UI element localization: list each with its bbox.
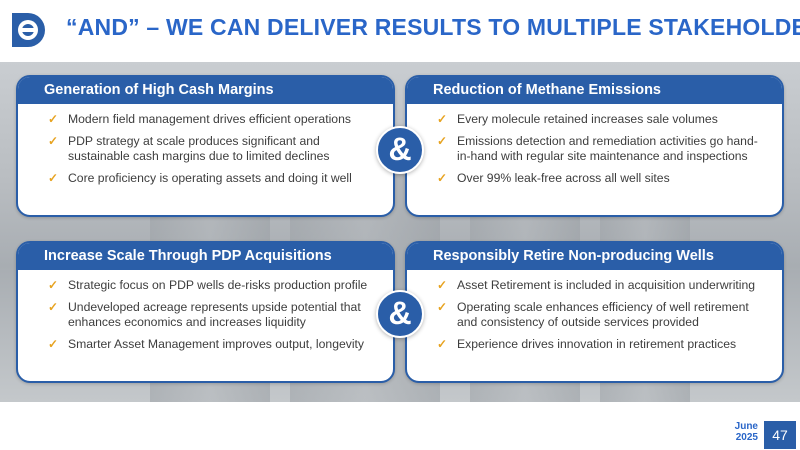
checkmark-icon: ✓	[48, 171, 59, 185]
list-item: ✓Asset Retirement is included in acquisi…	[437, 278, 756, 292]
ampersand-badge-top: &	[376, 126, 424, 174]
checkmark-icon: ✓	[437, 171, 448, 185]
bullet-list: ✓Asset Retirement is included in acquisi…	[407, 270, 782, 352]
card-methane-emissions: Reduction of Methane Emissions ✓Every mo…	[405, 75, 784, 217]
list-item: ✓PDP strategy at scale produces signific…	[48, 134, 330, 163]
list-item: ✓Smarter Asset Management improves outpu…	[48, 337, 365, 351]
footer-year: 2025	[735, 432, 758, 443]
card-title: Responsibly Retire Non-producing Wells	[407, 243, 782, 270]
list-item: ✓Experience drives innovation in retirem…	[437, 337, 737, 351]
bullet-list: ✓Every molecule retained increases sale …	[407, 104, 782, 186]
list-item: ✓Over 99% leak-free across all well site…	[437, 171, 670, 185]
footer-month: June	[734, 421, 758, 432]
card-pdp-acquisitions: Increase Scale Through PDP Acquisitions …	[16, 241, 395, 383]
list-item: ✓Strategic focus on PDP wells de-risks p…	[48, 278, 368, 292]
bullet-list: ✓Strategic focus on PDP wells de-risks p…	[18, 270, 393, 352]
checkmark-icon: ✓	[48, 134, 59, 148]
company-logo-icon	[12, 13, 45, 47]
list-item: ✓Modern field management drives efficien…	[48, 112, 351, 126]
checkmark-icon: ✓	[437, 112, 448, 126]
checkmark-icon: ✓	[48, 112, 59, 126]
checkmark-icon: ✓	[48, 300, 59, 314]
card-title: Generation of High Cash Margins	[18, 77, 393, 104]
slide-header: “AND” – WE CAN DELIVER RESULTS TO MULTIP…	[0, 0, 800, 62]
card-retire-wells: Responsibly Retire Non-producing Wells ✓…	[405, 241, 784, 383]
card-cash-margins: Generation of High Cash Margins ✓Modern …	[16, 75, 395, 217]
list-item: ✓Core proficiency is operating assets an…	[48, 171, 352, 185]
bullet-list: ✓Modern field management drives efficien…	[18, 104, 393, 186]
ampersand-badge-bottom: &	[376, 290, 424, 338]
card-title: Increase Scale Through PDP Acquisitions	[18, 243, 393, 270]
list-item: ✓Operating scale enhances efficiency of …	[437, 300, 749, 329]
checkmark-icon: ✓	[48, 278, 59, 292]
checkmark-icon: ✓	[437, 278, 448, 292]
list-item: ✓Emissions detection and remediation act…	[437, 134, 758, 163]
checkmark-icon: ✓	[437, 134, 448, 148]
list-item: ✓Every molecule retained increases sale …	[437, 112, 718, 126]
footer-date: June 2025	[724, 421, 758, 443]
list-item: ✓Undeveloped acreage represents upside p…	[48, 300, 361, 329]
card-title: Reduction of Methane Emissions	[407, 77, 782, 104]
checkmark-icon: ✓	[437, 337, 448, 351]
checkmark-icon: ✓	[437, 300, 448, 314]
page-title: “AND” – WE CAN DELIVER RESULTS TO MULTIP…	[66, 14, 800, 40]
page-number: 47	[764, 421, 796, 449]
checkmark-icon: ✓	[48, 337, 59, 351]
